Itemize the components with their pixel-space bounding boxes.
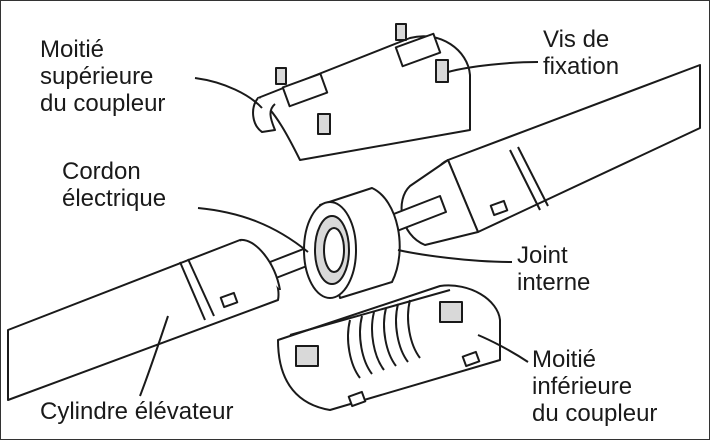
label-line: Joint [517,242,568,269]
label-internal-seal: Joint interne [517,242,590,296]
leader-cord [197,207,309,253]
label-line: Moitié [532,346,597,373]
label-line: supérieure [40,63,154,90]
leader-seal [397,249,513,263]
label-lift-cylinder: Cylindre élévateur [40,398,233,425]
label-line: inférieure [532,373,633,400]
label-line: Vis de [543,26,610,53]
left-cylinder [7,238,281,401]
label-upper-coupler-half: Moitié supérieure du coupleur [40,36,165,117]
label-fixing-screws: Vis de fixation [543,26,619,80]
label-line: fixation [543,53,620,80]
right-cylinder [400,64,701,246]
label-line: électrique [62,185,167,212]
label-line: Cordon [62,158,141,185]
label-electric-cord: Cordon électrique [62,158,166,212]
label-line: interne [517,269,591,296]
leader-lower-half [477,334,529,363]
label-line: Moitié [40,36,105,63]
internal-seal [303,187,401,299]
label-line: du coupleur [532,400,658,427]
label-line: Cylindre élévateur [40,398,234,425]
leader-cylinder [139,315,169,397]
upper-coupler-half [252,23,471,161]
label-lower-coupler-half: Moitié inférieure du coupleur [532,346,657,427]
lower-coupler-half [277,284,501,411]
leader-upper-half [194,77,263,109]
leader-screws [447,61,539,73]
label-line: du coupleur [40,90,166,117]
